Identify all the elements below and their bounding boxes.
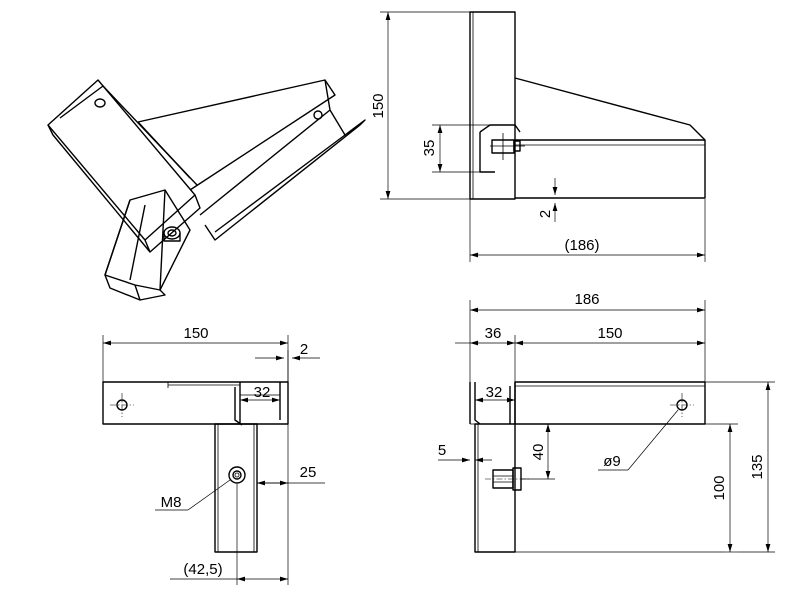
- front-edge-label: 5: [438, 442, 446, 459]
- front-total-height-label: 135: [749, 454, 766, 479]
- front-overall-label: 186: [574, 291, 599, 308]
- side-clamp-label: 35: [421, 140, 438, 157]
- plan-thickness-label: 2: [300, 341, 308, 358]
- plan-thread-label: M8: [161, 494, 182, 511]
- front-hole-label: ø9: [603, 453, 621, 470]
- front-post-label: 36: [485, 325, 502, 342]
- side-gap-label: 2: [537, 210, 554, 218]
- plan-view: 150 2 32 25 M8 (42,5): [102, 325, 325, 585]
- plan-offset-label: 25: [300, 464, 317, 481]
- front-bolt-height-label: 40: [530, 444, 547, 461]
- side-height-label: 150: [370, 93, 387, 118]
- plan-width-label: 150: [183, 325, 208, 342]
- isometric-view: [47, 79, 366, 301]
- side-length-label: (186): [564, 237, 599, 254]
- side-view: 150 35 2 (186): [370, 11, 706, 262]
- plan-reach-label: (42,5): [183, 561, 222, 578]
- plan-channel-label: 32: [254, 384, 271, 401]
- front-channel-label: 32: [486, 384, 503, 401]
- front-arm-label: 150: [597, 325, 622, 342]
- front-post-height-label: 100: [711, 475, 728, 500]
- front-view: 186 36 150 32 5 40 ø9 100 135: [438, 291, 775, 553]
